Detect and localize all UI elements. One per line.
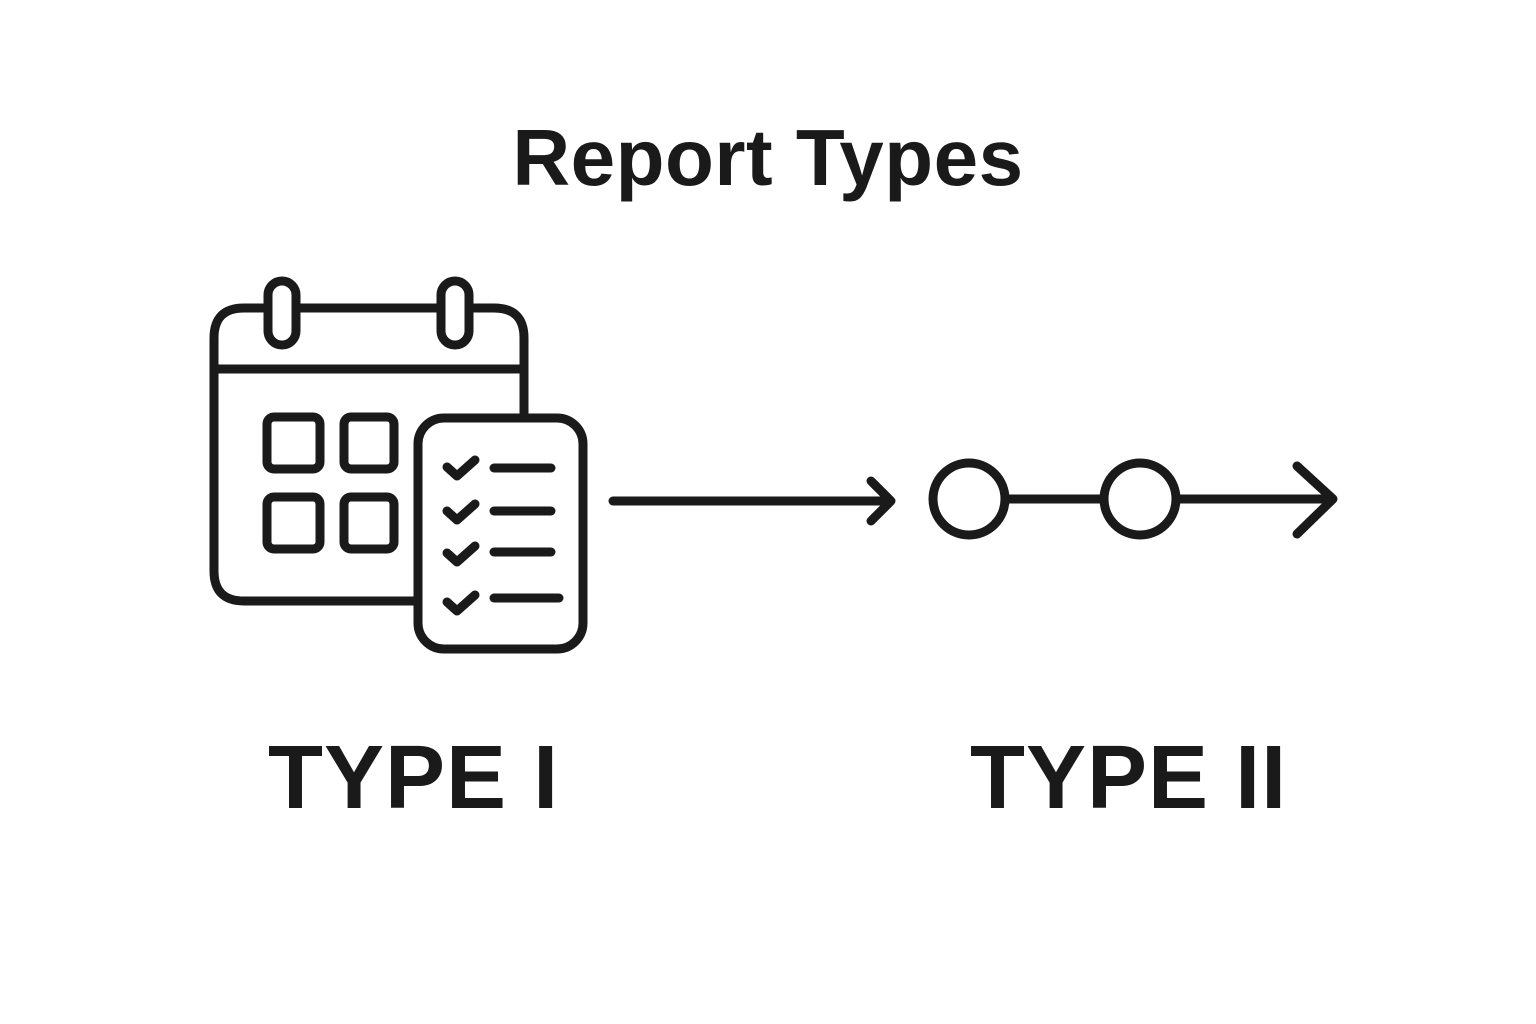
calendar-icon xyxy=(209,276,529,606)
page-title: Report Types xyxy=(512,113,1024,202)
calendar-with-checklist-icon xyxy=(209,276,588,654)
timeline-nodes-arrow-icon xyxy=(928,458,1338,540)
arrow-right-icon xyxy=(608,476,896,526)
type-2-label: TYPE II xyxy=(970,728,1288,828)
checklist-icon xyxy=(413,413,588,654)
type-1-label: TYPE I xyxy=(268,728,560,828)
